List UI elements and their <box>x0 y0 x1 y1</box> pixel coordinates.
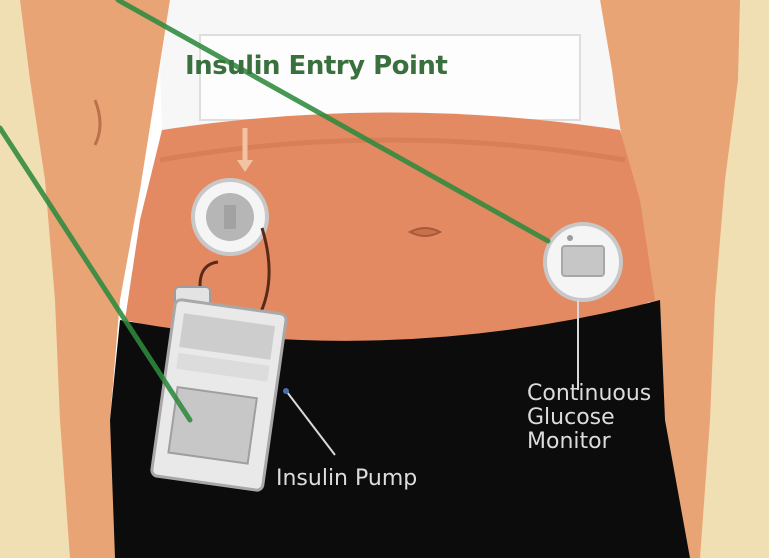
cgm-label-line-2: Glucose <box>527 406 651 430</box>
cgm-label: Continuous Glucose Monitor <box>527 382 651 453</box>
insulin-entry-point-label: Insulin Entry Point <box>185 52 447 80</box>
infusion-site-cannula <box>224 205 236 229</box>
navel <box>410 228 440 236</box>
pump-screen <box>168 387 256 463</box>
insulin-pump-label: Insulin Pump <box>276 467 417 491</box>
cgm-label-line-3: Monitor <box>527 430 651 454</box>
cgm-sensor-dot <box>567 235 573 241</box>
cgm-sensor-window <box>562 246 604 276</box>
pump-leader-dot <box>283 388 289 394</box>
cgm-label-line-1: Continuous <box>527 382 651 406</box>
